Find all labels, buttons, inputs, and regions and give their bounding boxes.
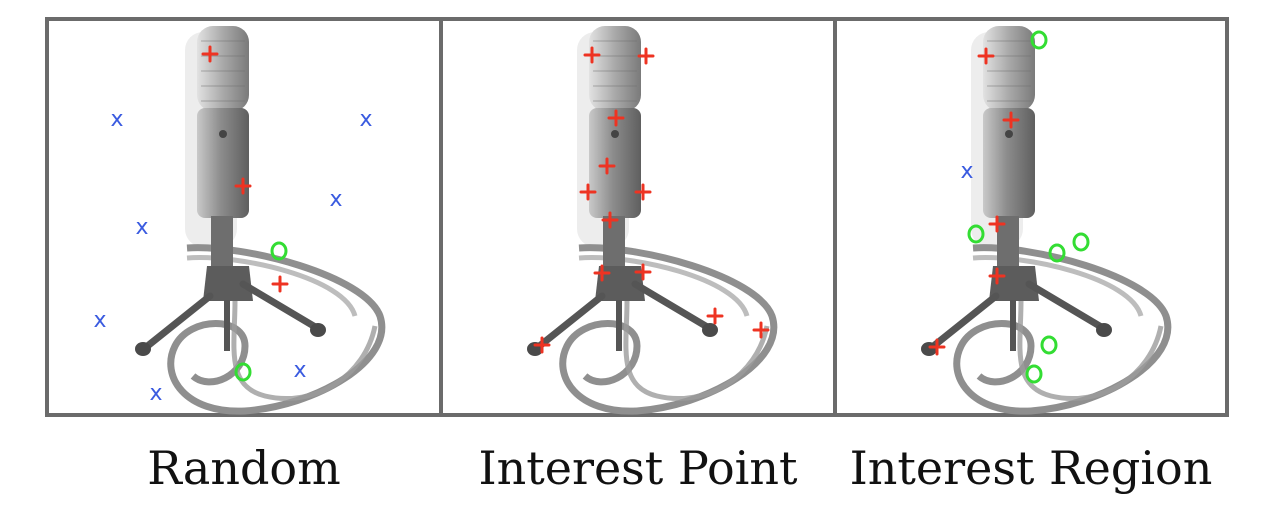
panel-random: x x x x x x x xyxy=(45,17,443,417)
region-plus-marker xyxy=(977,47,995,65)
random-o-marker xyxy=(234,362,252,382)
random-x-marker: x xyxy=(149,381,162,406)
interest-point-plus-marker xyxy=(752,321,770,339)
random-x-marker: x xyxy=(359,107,372,132)
random-plus-marker xyxy=(271,275,289,293)
random-x-marker: x xyxy=(135,215,148,240)
interest-point-plus-marker xyxy=(533,336,551,354)
interest-point-plus-marker xyxy=(583,46,601,64)
caption-interest-region: Interest Region xyxy=(850,441,1213,495)
region-o-marker xyxy=(1040,335,1058,355)
interest-point-plus-marker xyxy=(634,263,652,281)
region-o-marker xyxy=(1025,364,1043,384)
panel-interest-region: x xyxy=(833,17,1229,417)
region-plus-marker xyxy=(988,267,1006,285)
interest-point-plus-marker xyxy=(601,211,619,229)
interest-point-plus-marker xyxy=(579,183,597,201)
interest-point-plus-marker xyxy=(637,47,655,65)
region-x-marker: x xyxy=(960,159,973,184)
random-x-marker: x xyxy=(329,187,342,212)
random-o-marker xyxy=(270,241,288,261)
random-plus-marker xyxy=(234,177,252,195)
interest-point-plus-marker xyxy=(706,307,724,325)
caption-random: Random xyxy=(147,441,341,495)
region-o-marker xyxy=(1030,30,1048,50)
interest-point-plus-marker xyxy=(634,183,652,201)
panel-interest-point xyxy=(439,17,837,417)
region-plus-marker xyxy=(928,338,946,356)
interest-point-plus-marker xyxy=(598,157,616,175)
region-o-marker xyxy=(967,224,985,244)
interest-point-plus-marker xyxy=(607,109,625,127)
caption-interest-point: Interest Point xyxy=(478,441,798,495)
random-plus-marker xyxy=(201,45,219,63)
random-x-marker: x xyxy=(93,308,106,333)
random-x-marker: x xyxy=(110,107,123,132)
region-plus-marker xyxy=(988,215,1006,233)
region-o-marker xyxy=(1048,243,1066,263)
interest-point-plus-marker xyxy=(593,264,611,282)
region-plus-marker xyxy=(1002,111,1020,129)
region-o-marker xyxy=(1072,232,1090,252)
random-x-marker: x xyxy=(293,358,306,383)
